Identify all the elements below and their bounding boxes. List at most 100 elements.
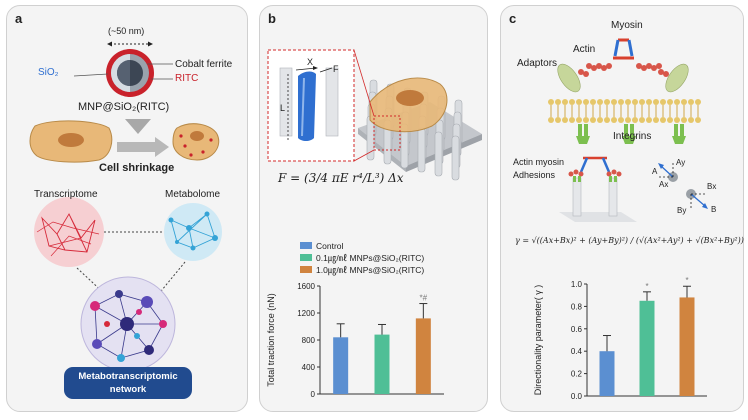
lipid-head	[611, 99, 617, 105]
y-tick-label: 400	[302, 363, 316, 372]
lipid-head	[632, 117, 638, 123]
y-tick-label: 0.2	[571, 370, 583, 379]
lipid-head	[681, 117, 687, 123]
bar	[679, 297, 695, 396]
lipid-head	[646, 99, 652, 105]
bar	[374, 334, 390, 394]
down-triangle-icon	[125, 119, 151, 134]
y-tick-label: 0.6	[571, 325, 583, 334]
lipid-head	[597, 117, 603, 123]
legend-swatch	[300, 242, 312, 249]
myosin-label: Myosin	[611, 20, 643, 31]
legend-swatch	[300, 254, 312, 261]
y-tick-label: 0	[311, 390, 316, 399]
transcriptome-network-icon	[34, 197, 104, 267]
ritc-label: RITC	[175, 73, 199, 84]
y-tick-label: 0.4	[571, 347, 583, 356]
lipid-head	[681, 99, 687, 105]
lipid-head	[625, 117, 631, 123]
panel-c-label: c	[509, 11, 517, 26]
integrin-icon	[576, 124, 686, 144]
lipid-head	[667, 99, 673, 105]
vector-by-label: By	[677, 206, 687, 215]
lipid-head	[688, 117, 694, 123]
lipid-head	[555, 117, 561, 123]
adhesions-label: Adhesions	[513, 170, 556, 180]
lipid-head	[576, 117, 582, 123]
lipid-head	[590, 117, 596, 123]
actin-filament-icon	[578, 63, 669, 77]
lipid-head	[597, 99, 603, 105]
right-arrow-icon	[117, 137, 169, 157]
lipid-head	[639, 99, 645, 105]
inset-pillars-icon	[279, 66, 339, 141]
transcriptome-label: Transcriptome	[34, 189, 98, 200]
cell-on-pillars-icon	[369, 77, 448, 133]
lipid-head	[604, 117, 610, 123]
lipid-head	[660, 117, 666, 123]
vector-ay-label: Ay	[676, 158, 686, 167]
y-tick-label: 1200	[297, 309, 315, 318]
lipid-head	[562, 117, 568, 123]
adaptors-label: Adaptors	[517, 58, 558, 69]
lipid-head	[576, 99, 582, 105]
legend-label: 1.0㎍/㎖ MNPs@SiO₂(RITC)	[316, 265, 424, 276]
legend-swatch	[300, 266, 312, 273]
particle-size-label: (~50 nm)	[108, 26, 145, 36]
gamma-formula: γ = √((Ax+Bx)² + (Ay+By)²) / (√(Ax²+Ay²)…	[515, 236, 744, 245]
metabotranscriptomic-sphere-icon	[80, 276, 176, 372]
bar	[639, 300, 655, 396]
mnp-label: MNP@SiO₂(RITC)	[78, 101, 170, 113]
lipid-head	[653, 99, 659, 105]
pillar	[434, 131, 443, 177]
lipid-head	[618, 117, 624, 123]
network-label-line1: Metabotranscriptomic	[78, 371, 178, 382]
lipid-head	[583, 117, 589, 123]
vector-a-label: A	[652, 167, 658, 176]
lipid-head	[569, 117, 575, 123]
lipid-head	[695, 117, 701, 123]
lipid-head	[653, 117, 659, 123]
bar	[415, 318, 431, 394]
pillar-array-graphics	[267, 49, 482, 181]
flat-cell-icon	[29, 120, 113, 163]
nanoparticle-icon	[106, 49, 154, 97]
lipid-head	[604, 99, 610, 105]
panel-a-graphics	[29, 41, 222, 372]
legend-label: 0.1㎍/㎖ MNPs@SiO₂(RITC)	[316, 253, 424, 264]
network-label-line2: network	[109, 384, 147, 395]
significance-label: *	[685, 276, 688, 285]
lipid-head	[611, 117, 617, 123]
cell-shrinkage-label: Cell shrinkage	[99, 162, 175, 174]
vector-diagram-icon	[658, 162, 708, 209]
bar	[599, 351, 615, 396]
y-tick-label: 0.8	[571, 302, 583, 311]
pillar	[417, 127, 426, 173]
significance-label: *#	[420, 294, 428, 303]
y-tick-label: 800	[302, 336, 316, 345]
lipid-head	[548, 99, 554, 105]
pillar	[451, 135, 460, 181]
lipid-head	[646, 117, 652, 123]
adhesion-pillars-icon	[559, 156, 637, 222]
significance-label: *	[645, 282, 648, 291]
actin-label: Actin	[573, 44, 596, 55]
panel-c: c	[500, 5, 744, 412]
shrunk-cell-icon	[172, 123, 220, 161]
vector-b-label: B	[711, 205, 717, 214]
integrins-label: Integrins	[613, 131, 652, 142]
panel-b-label: b	[268, 11, 276, 26]
lipid-head	[660, 99, 666, 105]
cobalt-ferrite-label: Cobalt ferrite	[175, 59, 233, 70]
panel-b: b X F L F = (3/4 πE r⁴/L³) Δx Con	[259, 5, 488, 412]
myosin-icon	[613, 38, 634, 60]
sio2-label: SiO₂	[38, 67, 59, 78]
lipid-head	[569, 99, 575, 105]
vector-bx-label: Bx	[707, 182, 717, 191]
x-label: X	[307, 57, 314, 67]
y-axis-label: Total traction force (nN)	[266, 293, 276, 387]
lipid-head	[562, 99, 568, 105]
lipid-head	[688, 99, 694, 105]
